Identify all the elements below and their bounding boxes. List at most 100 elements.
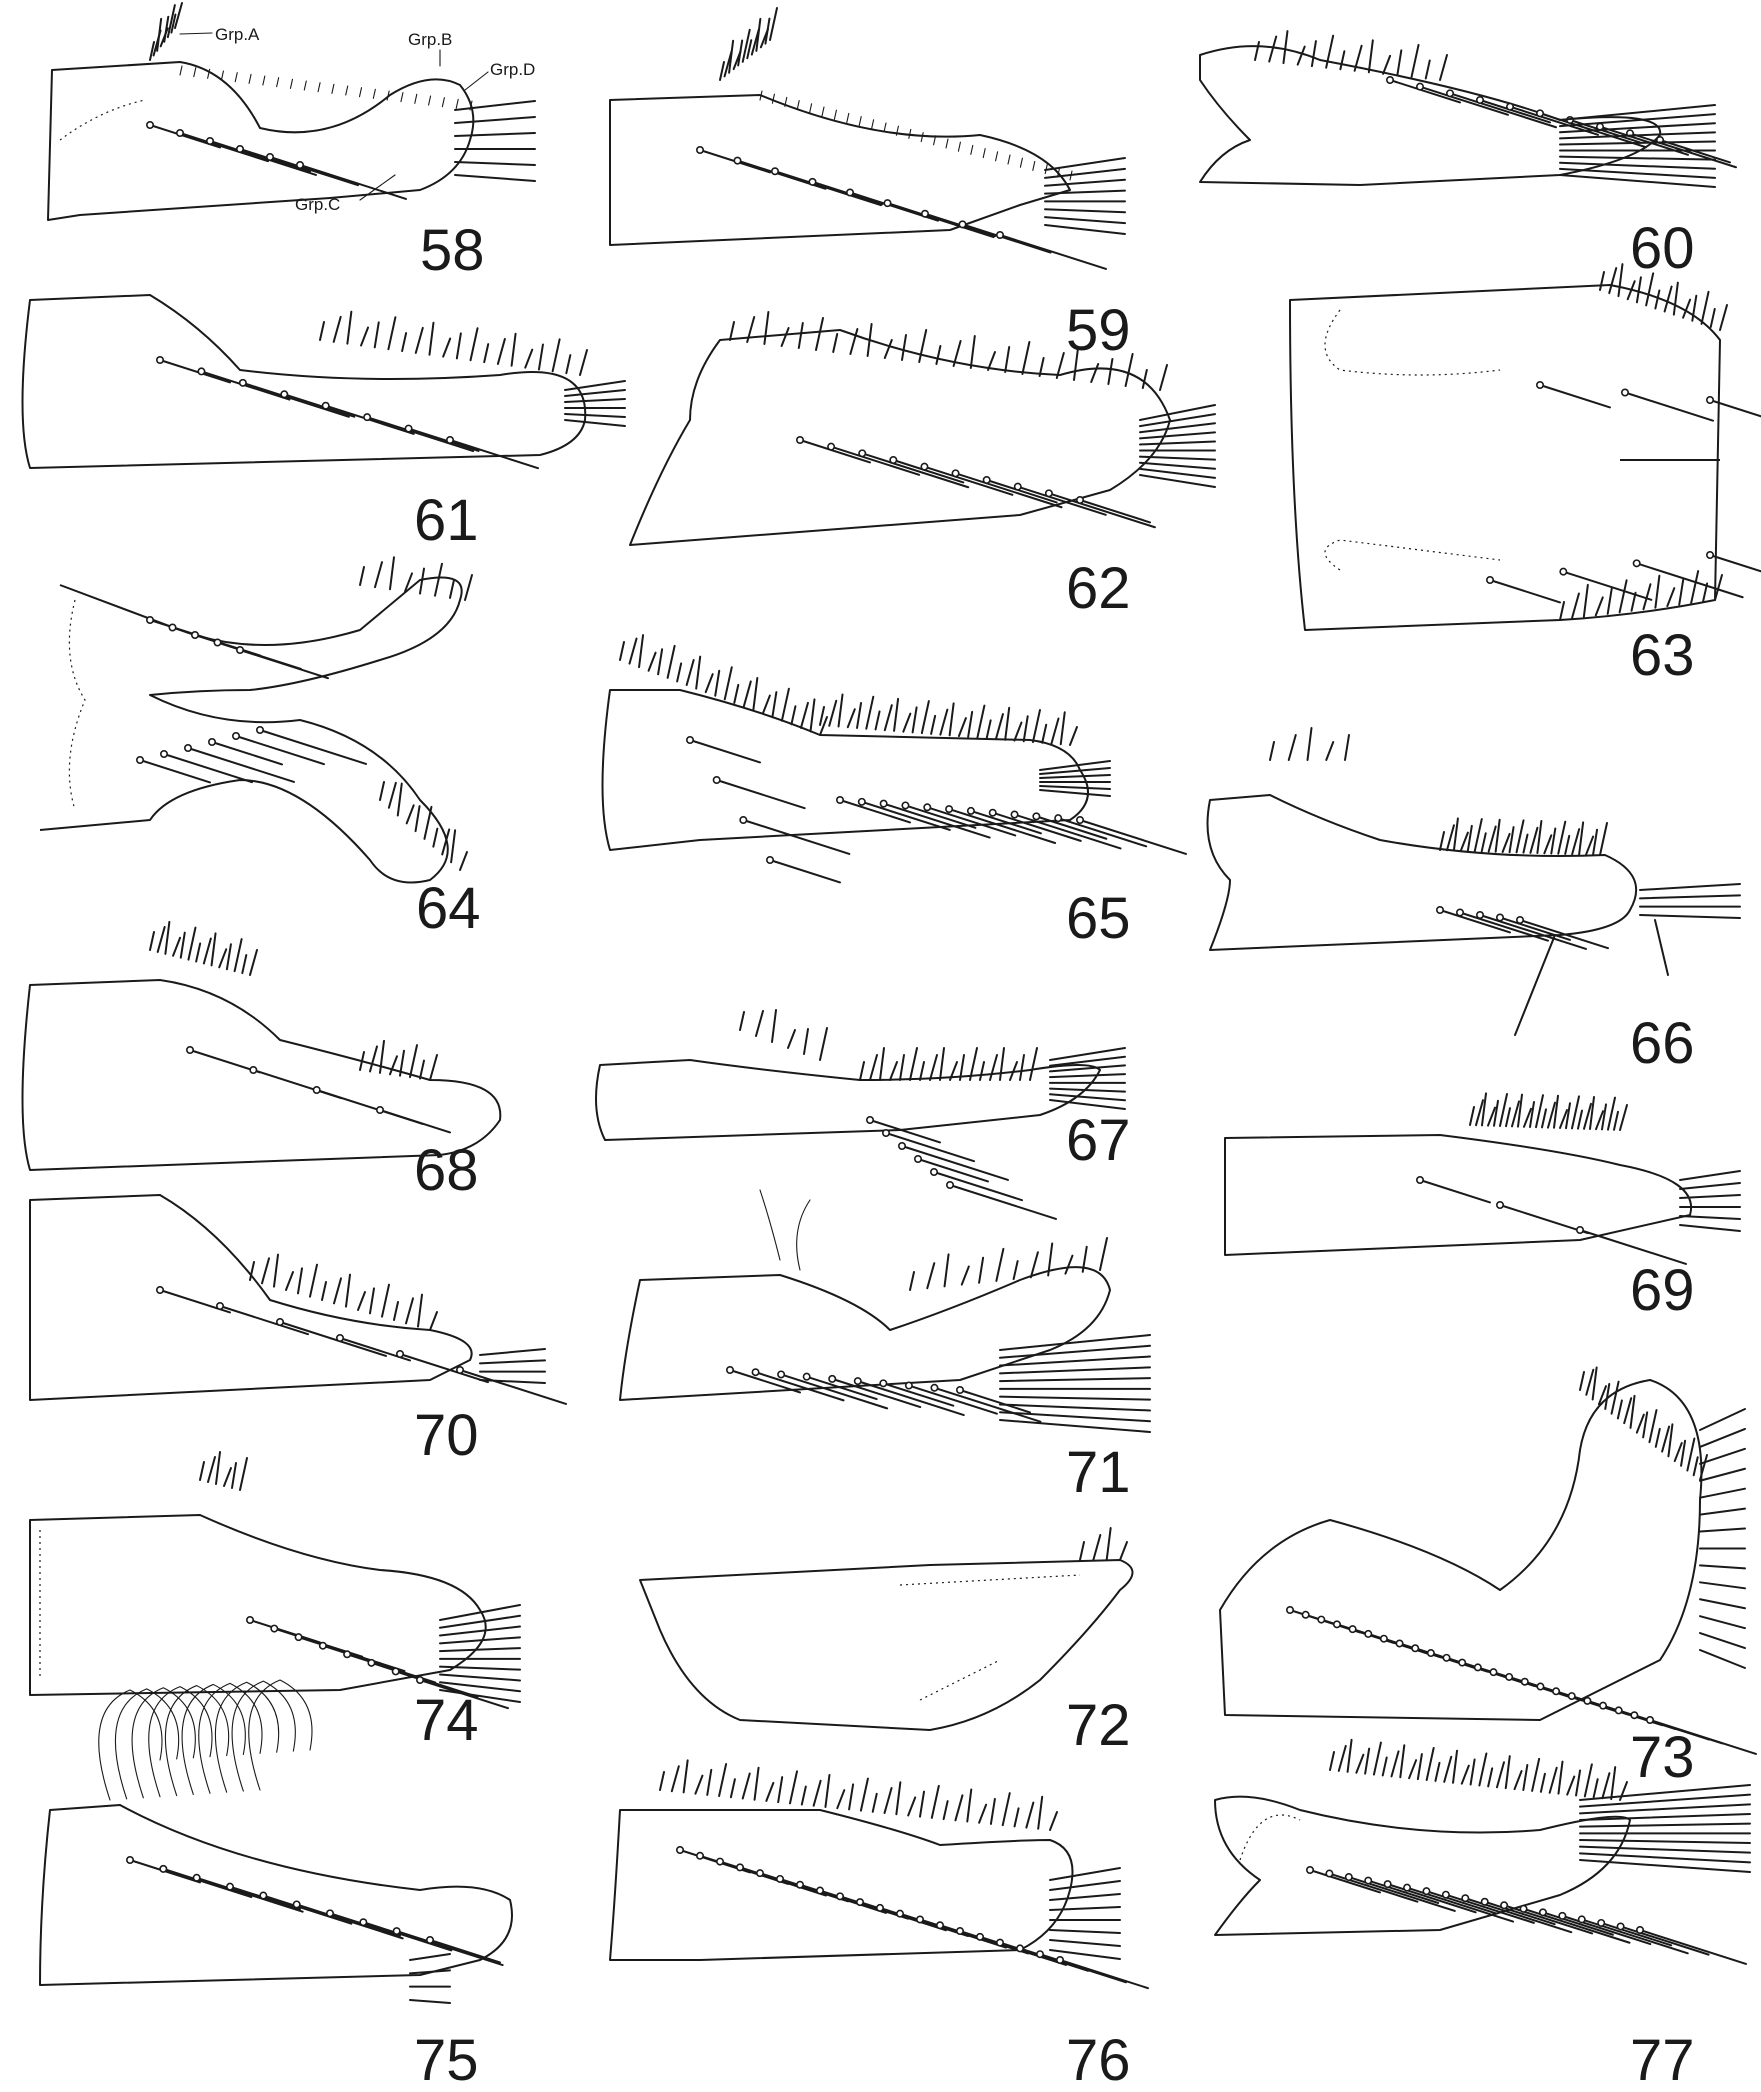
spine-seta: [414, 326, 424, 354]
spine-seta: [1529, 1101, 1535, 1128]
spine-seta: [164, 920, 171, 955]
spine-seta: [1025, 1801, 1035, 1829]
spine-seta: [1654, 1427, 1661, 1448]
seta-socket: [295, 161, 304, 170]
spine-seta: [441, 828, 451, 856]
long-seta: [805, 1375, 878, 1401]
seta-socket: [988, 808, 997, 817]
spine-seta: [1630, 591, 1637, 612]
long-seta: [830, 445, 921, 476]
spine-seta: [419, 1059, 425, 1080]
spine-seta: [524, 348, 534, 369]
seta-socket: [156, 355, 165, 364]
seta-socket: [1461, 1894, 1470, 1903]
apical-seta: [1559, 131, 1716, 140]
seta-socket: [1015, 1944, 1024, 1953]
long-seta: [283, 393, 356, 418]
spine-seta: [1557, 1760, 1564, 1795]
apical-seta: [1049, 1906, 1121, 1911]
fringe-seta: [358, 87, 363, 98]
spine-seta: [849, 328, 859, 355]
seta-socket: [186, 1046, 195, 1055]
seta-socket: [1567, 1692, 1576, 1701]
apical-seta: [1699, 1615, 1746, 1630]
spine-seta: [1505, 1107, 1511, 1128]
spine-seta: [1445, 824, 1455, 852]
spine-seta: [149, 41, 155, 61]
spine-seta: [1469, 1758, 1476, 1786]
long-seta: [1499, 916, 1571, 941]
apical-seta: [409, 1953, 451, 1961]
seta-socket: [1520, 1677, 1529, 1686]
seta-socket: [795, 435, 804, 444]
fringe-seta: [945, 138, 949, 149]
spine-seta: [883, 704, 893, 732]
curled-seta: [248, 1679, 313, 1791]
seta-socket: [335, 1334, 344, 1343]
long-seta: [219, 1305, 309, 1336]
apical-seta: [1049, 1867, 1121, 1881]
fringe-seta: [386, 90, 390, 101]
spine-seta: [859, 1777, 869, 1812]
apical-seta: [1699, 1632, 1746, 1650]
seta-socket: [1538, 1908, 1547, 1917]
fringe-seta: [858, 116, 862, 127]
long-seta: [235, 735, 325, 766]
spine-seta: [797, 322, 804, 349]
seta-socket: [951, 469, 960, 478]
spine-seta: [1699, 1454, 1708, 1481]
spine-seta: [1673, 1442, 1683, 1463]
seta-socket: [955, 1927, 964, 1936]
spine-seta: [374, 561, 383, 589]
spine-seta: [1610, 1380, 1620, 1415]
spine-seta: [1557, 820, 1567, 855]
seta-socket: [1456, 908, 1465, 917]
spine-seta: [1041, 723, 1048, 744]
fringe-seta: [179, 65, 183, 76]
figure-62-drawing: [629, 311, 1216, 546]
spine-seta: [1508, 826, 1515, 854]
spine-seta: [1571, 828, 1581, 856]
spine-seta: [359, 1051, 365, 1071]
fringe-seta: [933, 135, 937, 146]
spine-seta: [1592, 828, 1599, 856]
long-seta: [689, 739, 761, 764]
spine-seta: [1541, 1108, 1547, 1129]
spine-seta: [819, 716, 828, 736]
spine-seta: [537, 343, 544, 371]
spine-seta: [210, 932, 217, 967]
spine-seta: [1522, 1764, 1529, 1791]
apical-seta: [1039, 760, 1111, 771]
fringe-seta: [957, 141, 961, 152]
apical-seta: [479, 1348, 546, 1356]
spine-seta: [1691, 294, 1698, 322]
long-seta: [279, 1321, 387, 1357]
figure-74-drawing: [29, 1451, 521, 1710]
spine-seta: [163, 15, 170, 43]
long-seta: [366, 416, 475, 453]
spine-seta: [902, 712, 912, 733]
seta-socket: [881, 1129, 890, 1138]
apical-seta: [1699, 1527, 1746, 1533]
seta-socket: [1383, 1880, 1392, 1889]
seta-socket: [1416, 82, 1425, 91]
long-seta: [295, 1903, 404, 1940]
fringe-seta: [821, 106, 825, 117]
long-seta: [163, 753, 253, 784]
spine-seta: [907, 1796, 917, 1817]
long-seta: [799, 439, 871, 464]
spine-seta: [819, 1027, 828, 1061]
spine-seta: [1425, 1747, 1435, 1781]
apical-seta: [1049, 1880, 1121, 1891]
spine-seta: [1452, 817, 1459, 852]
spine-seta: [1367, 39, 1374, 74]
apical-seta: [1559, 167, 1716, 179]
spine-seta: [199, 1461, 205, 1481]
spine-seta: [442, 337, 452, 358]
apical-seta: [1579, 1822, 1751, 1828]
long-seta: [1016, 485, 1107, 516]
seta-socket: [270, 1624, 279, 1633]
spine-seta: [1583, 1763, 1593, 1798]
apical-seta: [1699, 1408, 1746, 1431]
figure-number-61: 61: [414, 488, 479, 553]
